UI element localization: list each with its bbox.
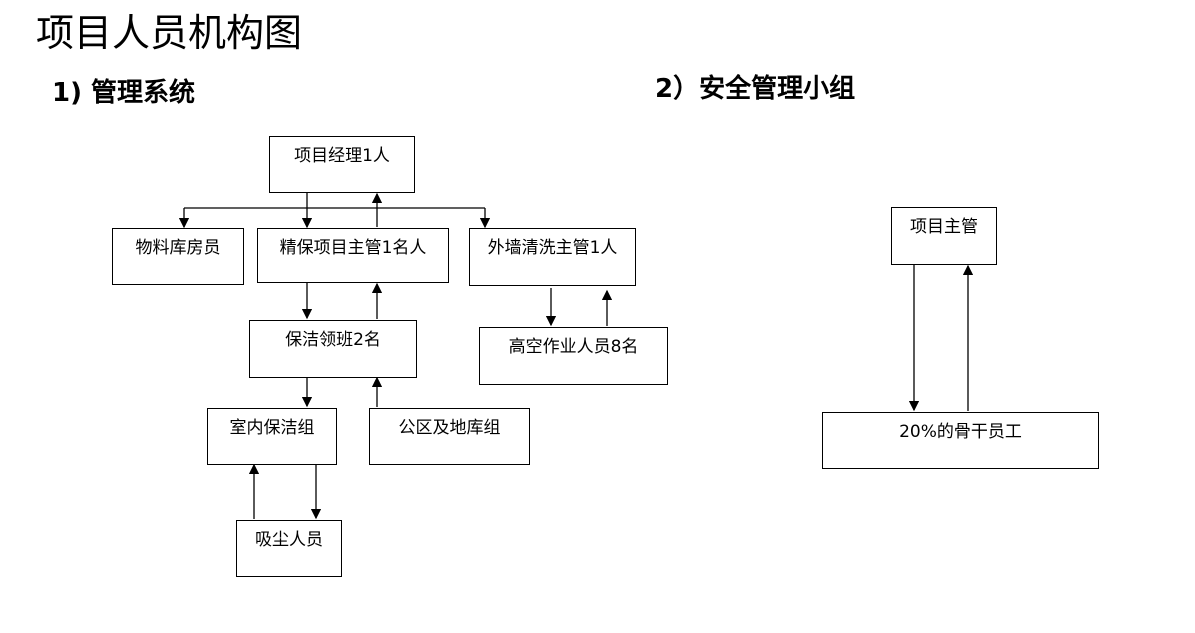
box-safety-supervisor: 项目主管 xyxy=(891,207,997,265)
box-high-altitude-workers: 高空作业人员8名 xyxy=(479,327,668,385)
box-public-area-group: 公区及地库组 xyxy=(369,408,530,465)
box-project-manager: 项目经理1人 xyxy=(269,136,415,193)
box-vacuum-staff: 吸尘人员 xyxy=(236,520,342,577)
box-exterior-supervisor: 外墙清洗主管1人 xyxy=(469,228,636,286)
page-title: 项目人员机构图 xyxy=(36,11,303,55)
box-warehouse-keeper: 物料库房员 xyxy=(112,228,244,285)
box-cleaning-supervisor: 精保项目主管1名人 xyxy=(257,228,449,283)
box-cleaning-leader: 保洁领班2名 xyxy=(249,320,417,378)
box-core-staff: 20%的骨干员工 xyxy=(822,412,1099,469)
section-heading-management: 1) 管理系统 xyxy=(52,78,196,108)
section-heading-safety-group: 2）安全管理小组 xyxy=(655,74,856,104)
box-indoor-group: 室内保洁组 xyxy=(207,408,337,465)
